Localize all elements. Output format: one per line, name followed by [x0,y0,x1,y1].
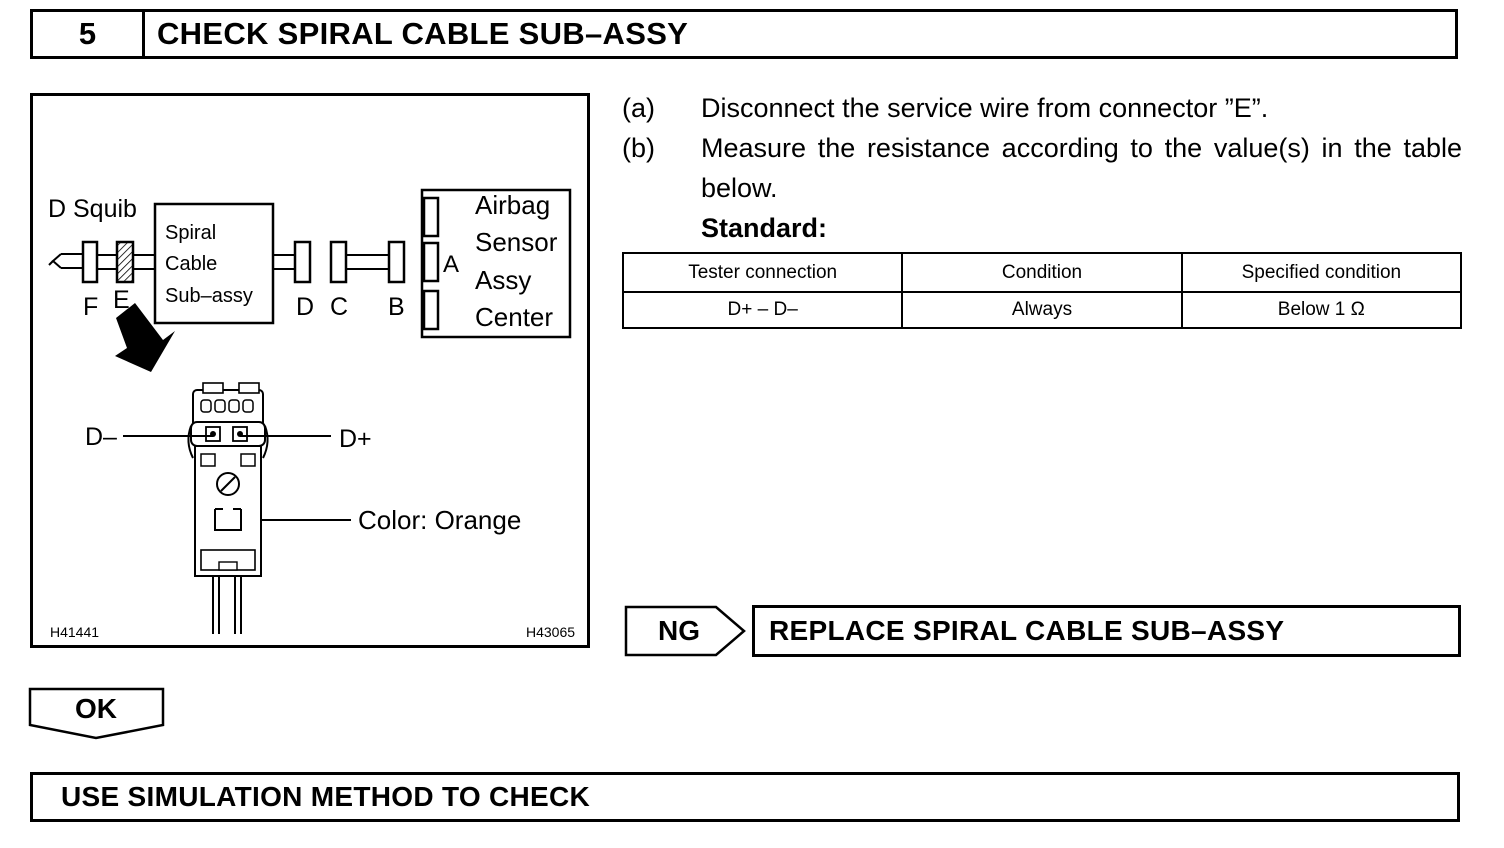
hatched-connector-icon [115,240,135,284]
spec-table: Tester connection Condition Specified co… [621,252,1463,329]
connector-label-f: F [83,293,98,321]
instruction-marker-a: (a) [622,93,655,123]
table-row: D+ – D– Always Below 1 Ω [621,291,1463,329]
step-header: 5 CHECK SPIRAL CABLE SUB–ASSY [30,9,1458,59]
connector-b-body [387,240,406,284]
terminal-plus-label: D+ [339,425,372,453]
sensor-label-line2: Sensor [475,227,558,257]
ok-label: OK [75,693,117,724]
connector-d-body [293,240,312,284]
next-step-action: USE SIMULATION METHOD TO CHECK [30,772,1460,822]
ng-label: NG [658,615,700,646]
step-title: CHECK SPIRAL CABLE SUB–ASSY [157,16,689,51]
connector-c-body [329,240,348,284]
header-condition: Condition [901,252,1183,293]
instruction-item-b: (b) Measure the resistance according to … [622,128,1462,208]
spiral-cable-label-line3: Sub–assy [165,285,253,307]
sensor-label-line3: Assy [475,265,531,295]
figure-code-right: H43065 [526,624,575,640]
ng-arrow-icon [624,605,746,657]
terminal-minus-label: D– [85,423,117,451]
ng-action: REPLACE SPIRAL CABLE SUB–ASSY [752,605,1461,657]
connector-label-d: D [296,293,314,321]
ok-arrow-icon [28,687,165,740]
wiring-diagram: D Squib F E Spiral Cable Sub–assy D C [48,188,575,640]
header-tester-connection: Tester connection [621,252,904,293]
table-header-row: Tester connection Condition Specified co… [621,252,1463,293]
instructions: (a) Disconnect the service wire from con… [622,88,1462,248]
down-arrow-icon [115,303,175,372]
instruction-marker-b: (b) [622,133,655,163]
instruction-item-a: (a) Disconnect the service wire from con… [622,88,1462,128]
step-number: 5 [33,12,145,56]
connector-label-c: C [330,293,348,321]
cell-specified-condition: Below 1 Ω [1180,291,1463,329]
cell-condition: Always [901,291,1183,329]
sensor-label-line1: Airbag [475,190,550,220]
instruction-text-b: Measure the resistance according to the … [701,133,1462,203]
standard-label: Standard: [701,213,828,243]
cell-tester-connection: D+ – D– [621,291,904,329]
wiring-illustration: D Squib F E Spiral Cable Sub–assy D C [30,93,590,648]
header-specified-condition: Specified condition [1180,252,1463,293]
connector-detail [187,382,269,634]
connector-plug-icon [48,253,83,269]
connector-label-a: A [443,251,459,278]
squib-label: D Squib [48,195,137,223]
connector-f-body [81,240,99,284]
airbag-sensor-box [420,188,572,339]
connector-label-e: E [113,286,130,314]
instruction-text-a: Disconnect the service wire from connect… [701,93,1269,123]
spiral-cable-label-line1: Spiral [165,222,216,244]
spiral-cable-label-line2: Cable [165,253,217,275]
spiral-cable-box [153,202,275,325]
sensor-label-line4: Center [475,302,553,332]
figure-code-left: H41441 [50,624,99,640]
connector-label-b: B [388,293,405,321]
color-callout: Color: Orange [358,505,521,535]
